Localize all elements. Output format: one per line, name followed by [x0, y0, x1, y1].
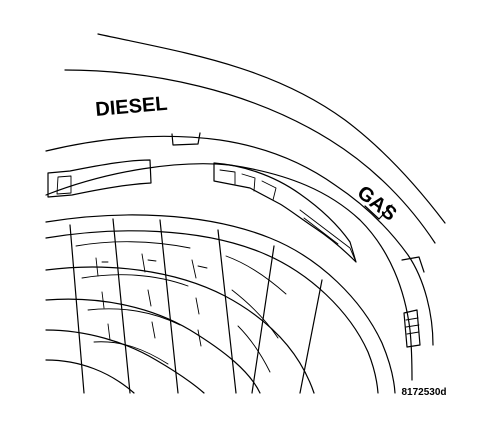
- radial-rib-2: [112, 218, 131, 394]
- gas-tab-rib-3: [261, 180, 277, 201]
- outer-housing-edge: [97, 33, 446, 224]
- module-arc-2: [45, 230, 379, 394]
- gas-tab-rib-1: [219, 169, 236, 185]
- grid-cell-row-3: [101, 259, 208, 269]
- radial-rib-3: [159, 219, 179, 394]
- diesel-tab-detail: [56, 175, 72, 195]
- grid-cell-row-2: [225, 255, 287, 373]
- flange-ring-outer: [45, 135, 434, 346]
- figure-id: 8172530d: [401, 387, 446, 398]
- gas-tab-rib-2: [241, 173, 256, 192]
- module-arc-4: [45, 298, 261, 394]
- flange-notch-diesel: [171, 132, 201, 146]
- diesel-locking-tab: [47, 159, 152, 198]
- module-arc-6: [45, 359, 135, 394]
- grid-cell-row-1: [75, 241, 191, 365]
- module-arc-5: [45, 329, 205, 394]
- diesel-label: DIESEL: [95, 93, 169, 121]
- module-arc-3: [45, 266, 315, 394]
- right-tab-rib-2: [405, 324, 420, 328]
- radial-rib-6: [299, 279, 323, 394]
- flange-notch-lower: [401, 256, 425, 273]
- right-tab-rib-3: [406, 331, 420, 335]
- gas-locking-tab: [213, 162, 357, 263]
- grid-detail-lines: [95, 253, 202, 347]
- radial-rib-1: [69, 224, 85, 394]
- radial-rib-5: [251, 245, 275, 394]
- radial-rib-4: [217, 229, 237, 394]
- module-arc-1: [45, 214, 396, 394]
- right-locking-tab: [403, 309, 421, 348]
- flange-notch-gas: [364, 204, 393, 220]
- gas-tab-slot: [299, 209, 357, 263]
- flange-ring-inner: [45, 163, 413, 381]
- right-tab-rib-1: [405, 317, 419, 321]
- outer-housing-edge-inner: [64, 69, 436, 244]
- gas-tab-slot-inner: [303, 217, 339, 245]
